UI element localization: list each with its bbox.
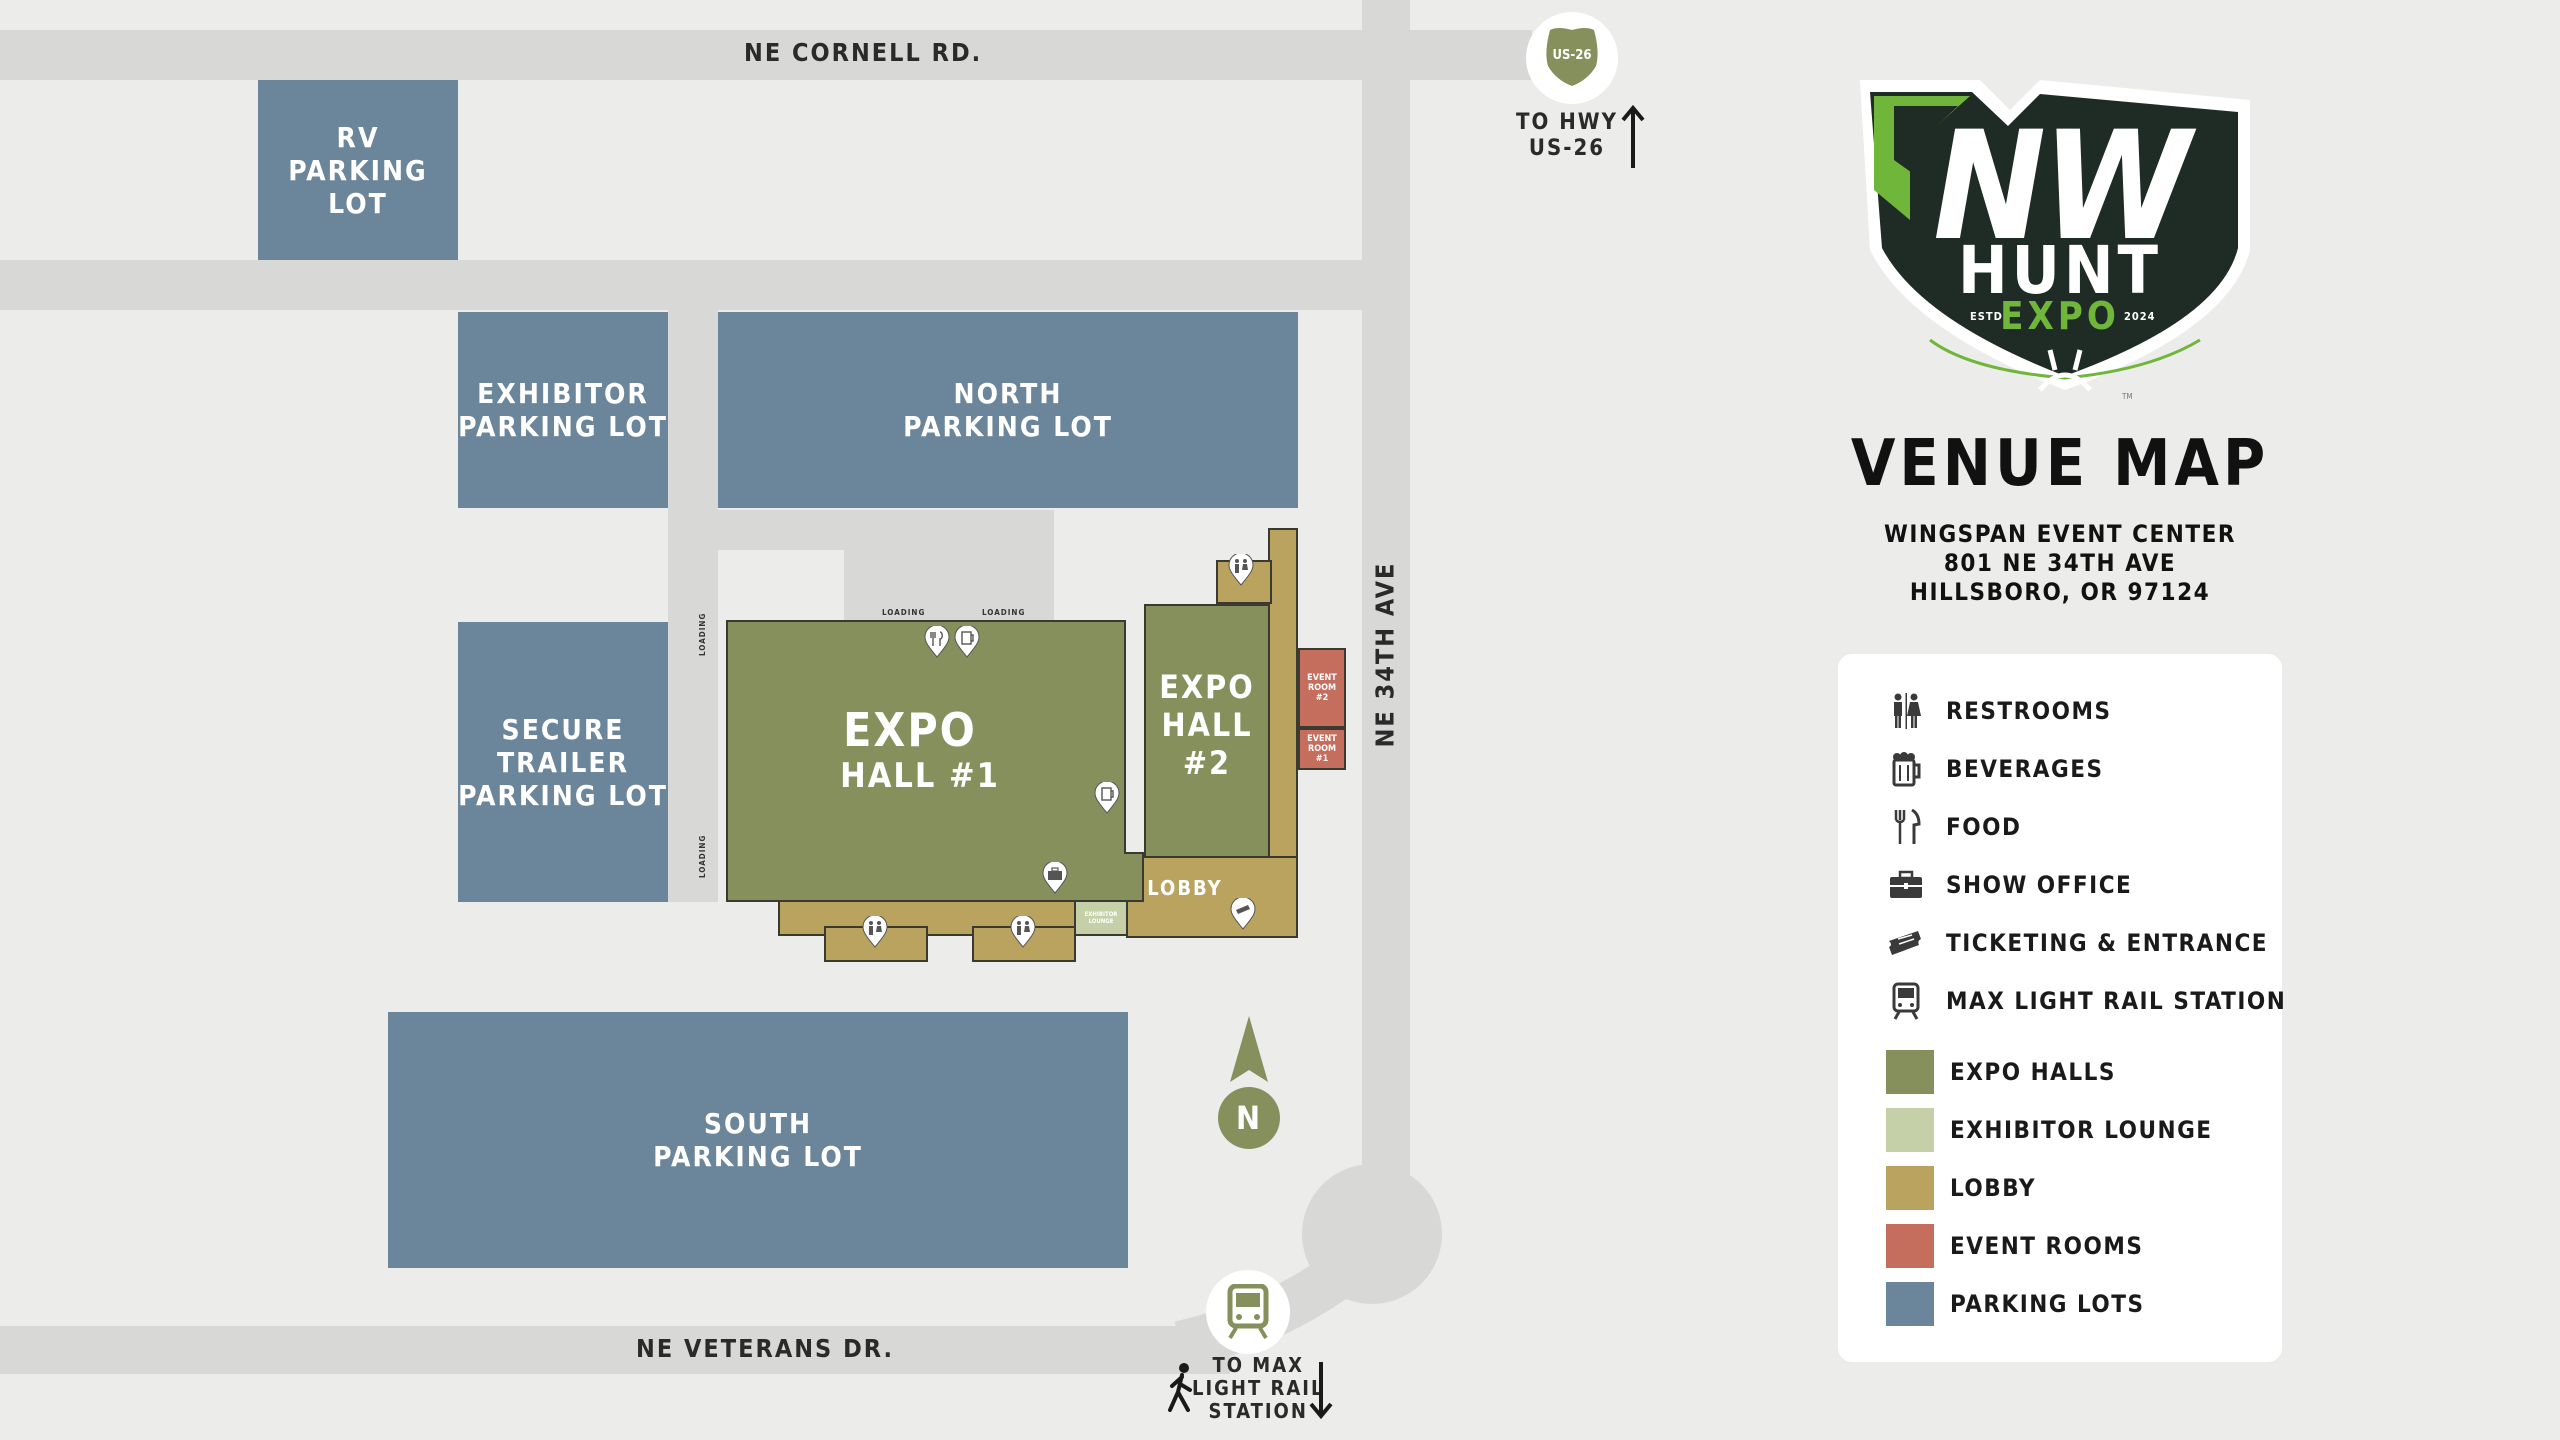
event-room-2: EVENT ROOM #2 <box>1298 648 1346 728</box>
loading-label-3: LOADING <box>698 612 707 656</box>
pin-beverages-east <box>1094 782 1120 814</box>
legend-row-parking-lots: PARKING LOTS <box>1886 1280 2145 1328</box>
label-ne-34th: NE 34TH AVE <box>1370 561 1400 748</box>
legend-label: EXPO HALLS <box>1950 1058 2116 1086</box>
hall-1-label-expo: EXPO <box>843 703 977 757</box>
address-line-1: WINGSPAN EVENT CENTER <box>1884 520 2236 548</box>
compass-north-arrow <box>1218 1016 1280 1149</box>
to-hwy-label: TO HWY US-26 <box>1516 110 1618 161</box>
pin-ticketing <box>1230 898 1256 930</box>
road-parking-aisle <box>0 260 1362 310</box>
label-ne-cornell: NE CORNELL RD. <box>744 38 983 67</box>
road-inner-west <box>668 306 718 902</box>
legend-label: LOBBY <box>1950 1174 2036 1202</box>
legend-label: PARKING LOTS <box>1950 1290 2145 1318</box>
road-ne-veterans <box>0 1326 1230 1374</box>
show-office-icon <box>1886 865 1926 905</box>
legend-row-show-office: SHOW OFFICE <box>1886 865 2132 905</box>
lobby-swatch <box>1886 1166 1934 1210</box>
legend-label: MAX LIGHT RAIL STATION <box>1946 987 2287 1015</box>
hall-2-label: EXPO HALL #2 <box>1159 668 1255 782</box>
logo-tm-text: TM <box>2122 392 2133 401</box>
pin-show-office <box>1042 862 1068 894</box>
address-line-2: 801 NE 34TH AVE <box>1943 549 2177 577</box>
logo-year-text: 2024 <box>2124 310 2156 323</box>
legend-row-beverages: BEVERAGES <box>1886 749 2104 789</box>
map-legend: RESTROOMS BEVERAGES FOOD SHOW OFFICE TIC… <box>1838 654 2285 1362</box>
north-parking-lot: NORTH PARKING LOT <box>718 312 1298 508</box>
food-icon <box>1886 807 1926 847</box>
legend-row-light-rail: MAX LIGHT RAIL STATION <box>1886 981 2286 1021</box>
road-ne-cornell <box>0 30 1532 80</box>
legend-label: FOOD <box>1946 813 2022 841</box>
us-26-shield-icon <box>1546 28 1598 86</box>
lobby-label: LOBBY <box>1147 876 1223 900</box>
exhibitor-lounge-swatch <box>1886 1108 1934 1152</box>
legend-label: BEVERAGES <box>1946 755 2104 783</box>
logo-hunt-text: HUNT <box>1957 232 2163 309</box>
address-line-3: HILLSBORO, OR 97124 <box>1909 578 2211 606</box>
expo-hall-1-annex <box>1124 852 1144 902</box>
light-rail-icon <box>1227 1284 1269 1340</box>
legend-label: SHOW OFFICE <box>1946 871 2133 899</box>
ticketing-icon <box>1886 923 1926 963</box>
legend-row-expo-halls: EXPO HALLS <box>1886 1048 2116 1096</box>
rv-parking-lot: RV PARKING LOT <box>258 80 458 260</box>
logo-estd-text: ESTD <box>1970 310 2003 323</box>
light-rail-icon <box>1886 981 1926 1021</box>
expo-halls-swatch <box>1886 1050 1934 1094</box>
expo-hall-2 <box>1144 604 1270 858</box>
event-rooms-swatch <box>1886 1224 1934 1268</box>
nw-hunt-expo-logo: NW HUNT EXPO ESTD 2024 TM <box>1850 70 2270 410</box>
loading-label-2: LOADING <box>982 608 1026 617</box>
hall-1-label-number: HALL #1 <box>840 756 1000 796</box>
pin-food <box>924 626 950 658</box>
logo-nw-text: NW <box>1933 100 2191 274</box>
south-parking-lot: SOUTH PARKING LOT <box>388 1012 1128 1268</box>
arrow-down-icon <box>1309 1362 1333 1420</box>
exhibitor-lounge: EXHIBITOR LOUNGE <box>1074 900 1128 936</box>
pin-restrooms-south-1 <box>862 916 888 948</box>
legend-label: EXHIBITOR LOUNGE <box>1950 1116 2213 1144</box>
parking-lots-swatch <box>1886 1282 1934 1326</box>
loading-label-4: LOADING <box>698 834 707 878</box>
arrow-up-icon <box>1621 104 1645 168</box>
pedestrian-icon <box>1168 1363 1192 1412</box>
legend-label: TICKETING & ENTRANCE <box>1946 929 2269 957</box>
us-26-shield-text: US-26 <box>1552 48 1592 63</box>
pin-restrooms-north <box>1228 554 1254 586</box>
legend-row-food: FOOD <box>1886 807 2021 847</box>
pin-restrooms-south-2 <box>1010 916 1036 948</box>
expo-hall-1 <box>726 620 1126 902</box>
to-max-label: TO MAX LIGHT RAIL STATION <box>1192 1353 1325 1423</box>
label-ne-veterans: NE VETERANS DR. <box>636 1334 895 1363</box>
compass-label: N <box>1235 1099 1263 1137</box>
legend-row-restrooms: RESTROOMS <box>1886 691 2112 731</box>
legend-row-lobby: LOBBY <box>1886 1164 2036 1212</box>
logo-badge-icon <box>1860 80 2250 392</box>
loading-yard <box>844 510 1054 622</box>
secure-trailer-parking-lot: SECURE TRAILER PARKING LOT <box>458 622 668 902</box>
exhibitor-parking-lot: EXHIBITOR PARKING LOT <box>458 312 668 508</box>
legend-row-event-rooms: EVENT ROOMS <box>1886 1222 2143 1270</box>
legend-label: EVENT ROOMS <box>1950 1232 2144 1260</box>
pin-beverages <box>954 626 980 658</box>
event-room-1: EVENT ROOM #1 <box>1298 728 1346 770</box>
beverages-icon <box>1886 749 1926 789</box>
legend-row-exhibitor-lounge: EXHIBITOR LOUNGE <box>1886 1106 2213 1154</box>
road-ne-34th <box>1362 0 1410 1212</box>
legend-label: RESTROOMS <box>1946 697 2112 725</box>
restrooms-icon <box>1886 691 1926 731</box>
legend-row-ticketing: TICKETING & ENTRANCE <box>1886 923 2268 963</box>
loading-label-1: LOADING <box>882 608 926 617</box>
logo-expo-text: EXPO <box>2000 294 2120 338</box>
venue-map-title: VENUE MAP <box>1850 427 2270 501</box>
